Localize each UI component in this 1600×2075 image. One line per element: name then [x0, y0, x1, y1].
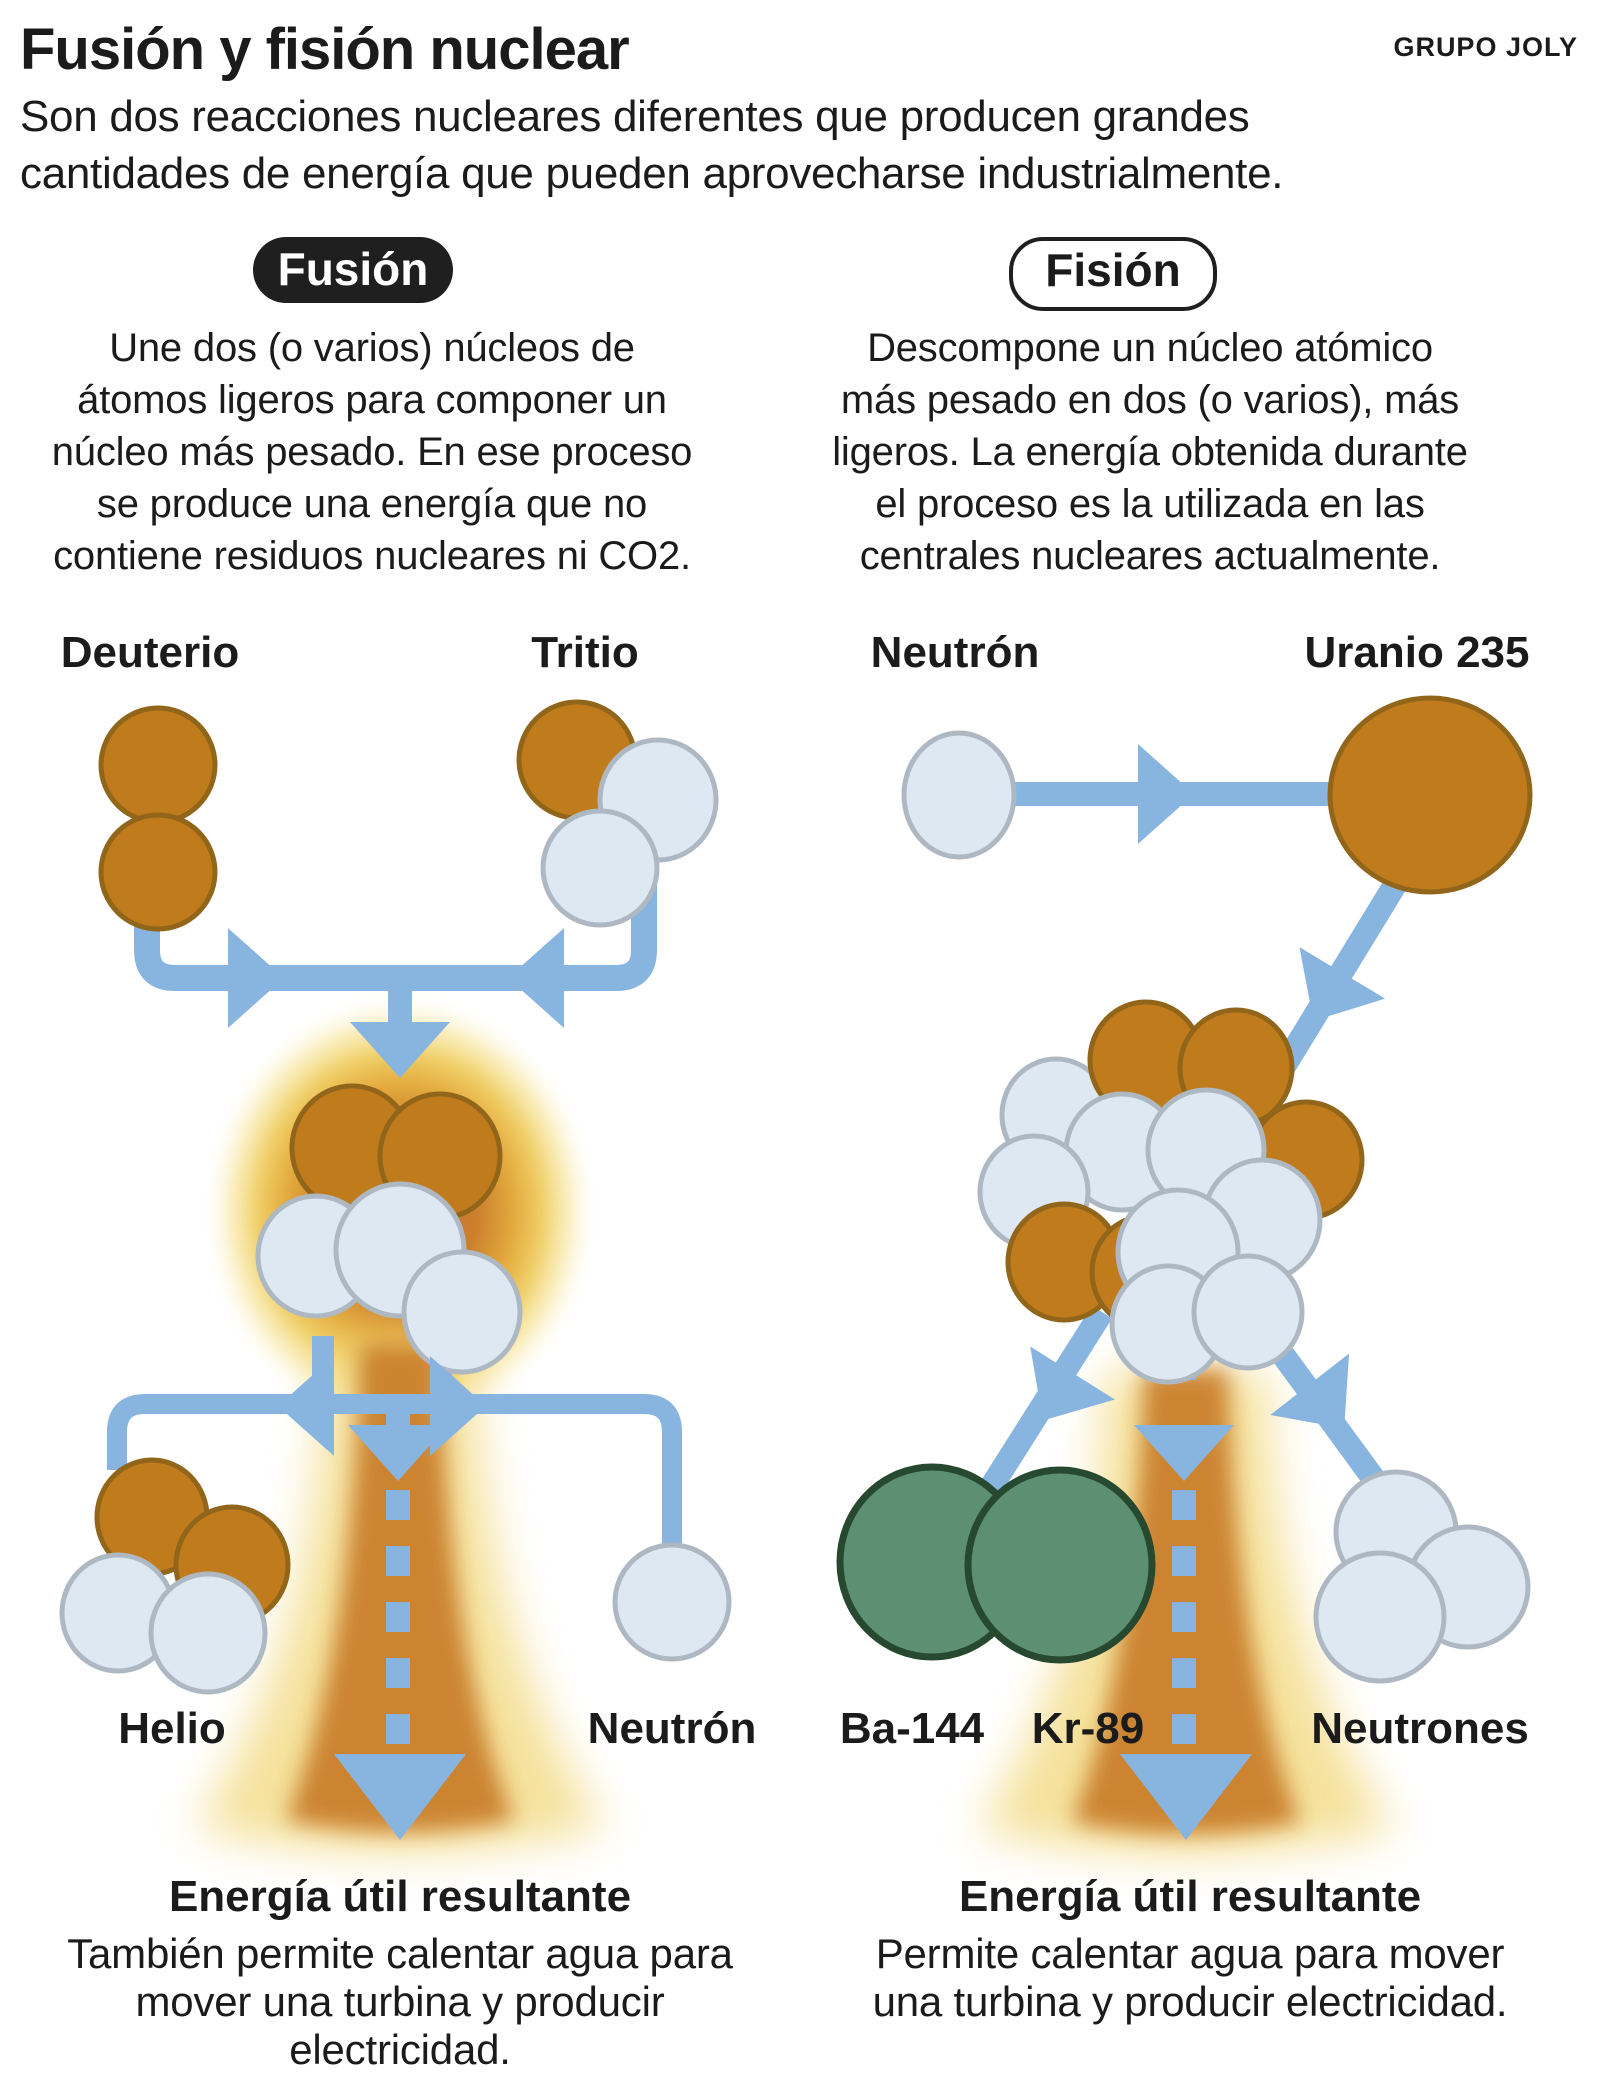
fusion-energy-dashes [386, 1414, 410, 1744]
fusion-result-title: Energía útil resultante [168, 1872, 632, 1921]
fusion-outward-left-arrow-icon [278, 1356, 334, 1456]
fusion-product-rail [107, 1394, 682, 1548]
released-neutron [612, 1542, 732, 1662]
fusion-core [255, 1083, 523, 1375]
fission-out-right-arrow-icon [1270, 1353, 1350, 1429]
label-helio: Helio [118, 1704, 226, 1753]
helium-nucleus [59, 1457, 291, 1695]
fission-impact-arrow-icon [1299, 947, 1386, 1021]
krypton-89-nucleus [964, 1466, 1156, 1664]
label-neutron-out: Neutrón [587, 1704, 757, 1753]
fusion-inward-right-arrow-icon [508, 928, 564, 1028]
fission-out-left-arrow-icon [1030, 1346, 1116, 1421]
incoming-neutron [901, 730, 1017, 860]
label-deuterio: Deuterio [60, 628, 240, 677]
page-title: Fusión y fisión nuclear [20, 17, 630, 82]
fission-result-text: Permite calentar agua para mover una tur… [872, 1930, 1508, 2025]
fission-description: Descompone un núcleo atómico más pesado … [832, 326, 1468, 578]
fusion-badge: Fusión [253, 237, 453, 303]
fission-energy-down-arrow-icon [1134, 1425, 1234, 1481]
fusion-energy-down-arrow-icon [348, 1425, 448, 1481]
brand-credit: GRUPO JOLY [1393, 32, 1578, 62]
label-kr-89: Kr-89 [1031, 1704, 1145, 1753]
tritium-nucleus [516, 699, 719, 928]
fusion-center-shaft [388, 976, 412, 1026]
deuterium-nucleus [98, 705, 218, 932]
fission-result-arrow-icon [1120, 1754, 1252, 1840]
fission-energy-dashes [1172, 1356, 1196, 1744]
fission-result-title: Energía útil resultante [958, 1872, 1422, 1921]
intro-text: Son dos reacciones nucleares diferentes … [20, 92, 1284, 198]
fusion-energy-trail [196, 1345, 604, 1852]
uranium-235-nucleus [1327, 695, 1533, 895]
label-uranio-235: Uranio 235 [1304, 628, 1530, 677]
fusion-merge-down-arrow-icon [350, 1022, 450, 1078]
fusion-result-text: También permite calentar agua para mover… [67, 1930, 733, 2073]
fission-badge: Fisión [1009, 237, 1217, 311]
label-ba-144: Ba-144 [839, 1704, 985, 1753]
released-neutrons [1313, 1469, 1531, 1684]
fusion-description: Une dos (o varios) núcleos de átomos lig… [51, 326, 693, 578]
fusion-outward-right-arrow-icon [430, 1356, 486, 1456]
fission-neutron-arrow-icon [1138, 744, 1194, 844]
fission-core [977, 999, 1365, 1385]
fusion-inward-left-arrow-icon [228, 928, 284, 1028]
fusion-result-arrow-icon [334, 1754, 466, 1840]
label-neutron-in: Neutrón [870, 628, 1040, 677]
label-tritio: Tritio [531, 628, 639, 677]
flow-arrowheads [228, 744, 1386, 1840]
label-neutrones: Neutrones [1311, 1704, 1529, 1753]
